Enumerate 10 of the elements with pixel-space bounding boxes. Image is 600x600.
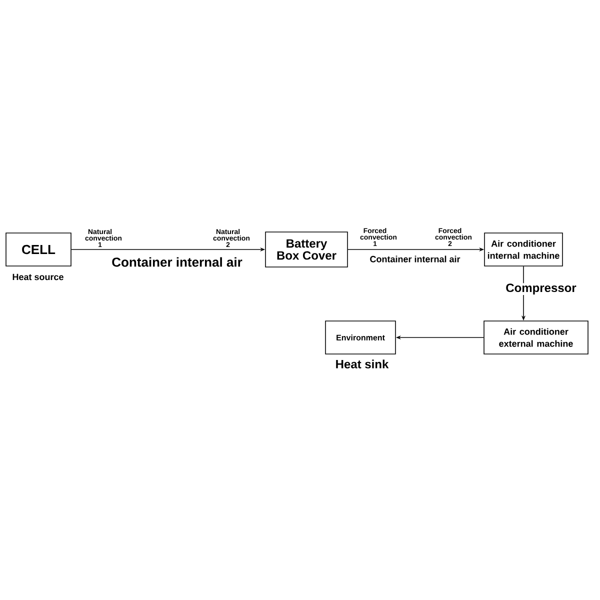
node-caption: Heat source xyxy=(12,274,64,280)
node-caption: Heat sink xyxy=(336,360,389,368)
process-box: Environment xyxy=(325,320,396,354)
edge-label: Container internal air xyxy=(111,256,243,268)
edge-label: Container internal air xyxy=(369,255,461,263)
process-box: Air conditioner external machine xyxy=(484,320,588,354)
edge-label: Compressor xyxy=(505,283,577,295)
process-box: Air conditioner internal machine xyxy=(484,232,563,266)
process-box: Battery Box Cover xyxy=(265,232,348,268)
process-box: CELL xyxy=(6,232,72,266)
